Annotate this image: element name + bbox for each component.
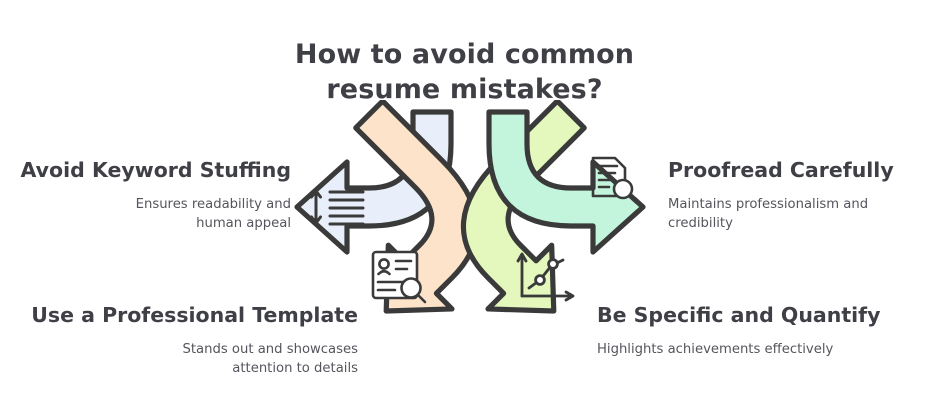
callout-proofread-carefully: Proofread Carefully Maintains profession…: [668, 158, 926, 233]
page-title-line-1: How to avoid common: [294, 39, 635, 70]
document-search-icon: [591, 156, 638, 204]
arrow-diagram: [285, 100, 655, 325]
callout-heading: Be Specific and Quantify: [597, 303, 881, 327]
callout-description-line-2: human appeal: [196, 215, 291, 231]
callout-description-line-2: credibility: [668, 215, 733, 231]
callout-heading: Avoid Keyword Stuffing: [20, 158, 291, 182]
line-spacing-icon: [310, 188, 365, 226]
arrow-proofread: [486, 109, 646, 255]
arrow-template: [353, 100, 480, 314]
callout-description-line-2: attention to details: [232, 360, 358, 376]
callout-description: Stands out and showcases attention to de…: [0, 340, 358, 378]
callout-description-line-1: Highlights achievements effectively: [597, 341, 834, 357]
resume-profile-search-icon: [371, 250, 427, 304]
callout-use-professional-template: Use a Professional Template Stands out a…: [0, 303, 358, 378]
callout-heading: Proofread Carefully: [668, 158, 894, 182]
callout-avoid-keyword-stuffing: Avoid Keyword Stuffing Ensures readabili…: [0, 158, 291, 233]
arrow-quantify: [460, 100, 587, 314]
callout-description-line-1: Ensures readability and: [135, 196, 291, 212]
callout-description: Ensures readability and human appeal: [0, 195, 291, 233]
page-title: How to avoid common resume mistakes?: [235, 38, 695, 107]
callout-description: Maintains professionalism and credibilit…: [668, 195, 926, 233]
callout-description-line-1: Maintains professionalism and: [668, 196, 869, 212]
callout-heading: Use a Professional Template: [31, 303, 358, 327]
callout-description: Highlights achievements effectively: [597, 340, 927, 359]
callout-be-specific-and-quantify: Be Specific and Quantify Highlights achi…: [597, 303, 927, 359]
line-chart-icon: [516, 252, 575, 302]
callout-description-line-1: Stands out and showcases: [182, 341, 358, 357]
